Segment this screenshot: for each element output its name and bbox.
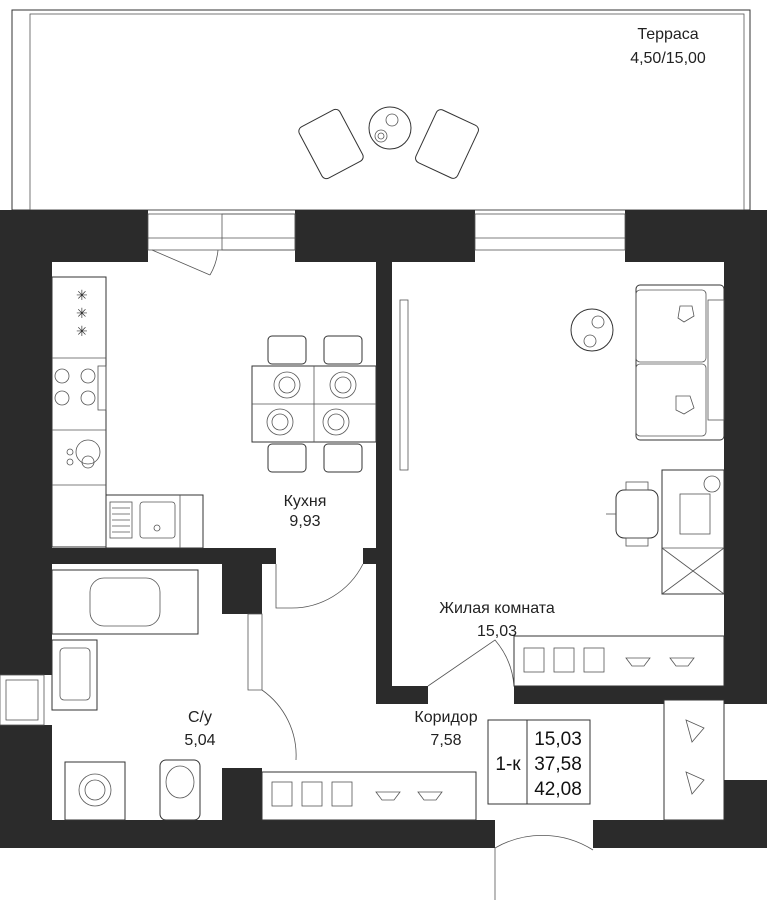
corridor-area: 7,58: [430, 732, 461, 749]
office-chair: [606, 481, 659, 547]
living-furniture: [399, 284, 725, 687]
room-labels: Терраса 4,50/15,00 Кухня 9,93 Жилая комн…: [184, 26, 705, 749]
bathroom-area: 5,04: [184, 732, 215, 749]
entrance-wardrobe: [663, 699, 725, 821]
living-wardrobe: [513, 635, 725, 687]
apartment-type: 1-к: [495, 754, 521, 775]
summary-total-area: 37,58: [534, 754, 582, 775]
dining-table: [251, 335, 377, 473]
asterisk-icon: ✳: [76, 288, 88, 304]
stove: [54, 365, 107, 411]
bathtub: [51, 569, 199, 635]
living-area: 15,03: [477, 623, 517, 640]
living-name: Жилая комната: [439, 600, 555, 617]
terrace: [11, 9, 751, 211]
asterisk-icon: ✳: [76, 306, 88, 322]
terrace-name: Терраса: [637, 26, 698, 43]
kitchen-area: 9,93: [289, 513, 320, 530]
doors: [151, 249, 594, 900]
desk: [661, 469, 725, 595]
toilet: [159, 759, 201, 821]
corridor-furniture: [261, 699, 725, 821]
dishwasher: [66, 439, 101, 469]
windows: [0, 213, 626, 726]
corridor-name: Коридор: [414, 709, 477, 726]
walls: [0, 210, 767, 848]
summary-living-area: 15,03: [534, 729, 582, 750]
summary-full-area: 42,08: [534, 779, 582, 800]
kitchen-furniture: ✳ ✳ ✳: [51, 276, 204, 549]
living-coffee-table: [570, 308, 614, 352]
terrace-chair-right: [415, 109, 479, 179]
sofa: [635, 284, 725, 441]
corridor-wardrobe: [261, 771, 477, 821]
summary-box: 1-к 15,03 37,58 42,08: [487, 719, 591, 805]
kitchen-sink: [139, 501, 176, 539]
terrace-table: [368, 106, 412, 150]
kitchen-name: Кухня: [284, 493, 327, 510]
terrace-area: 4,50/15,00: [630, 50, 706, 67]
sink-drainer: [109, 501, 133, 539]
washing-machine: [64, 761, 126, 821]
asterisk-icon: ✳: [76, 324, 88, 340]
terrace-chair-left: [298, 108, 364, 180]
bathroom-furniture: [51, 569, 201, 821]
bathroom-name: С/у: [188, 709, 212, 726]
